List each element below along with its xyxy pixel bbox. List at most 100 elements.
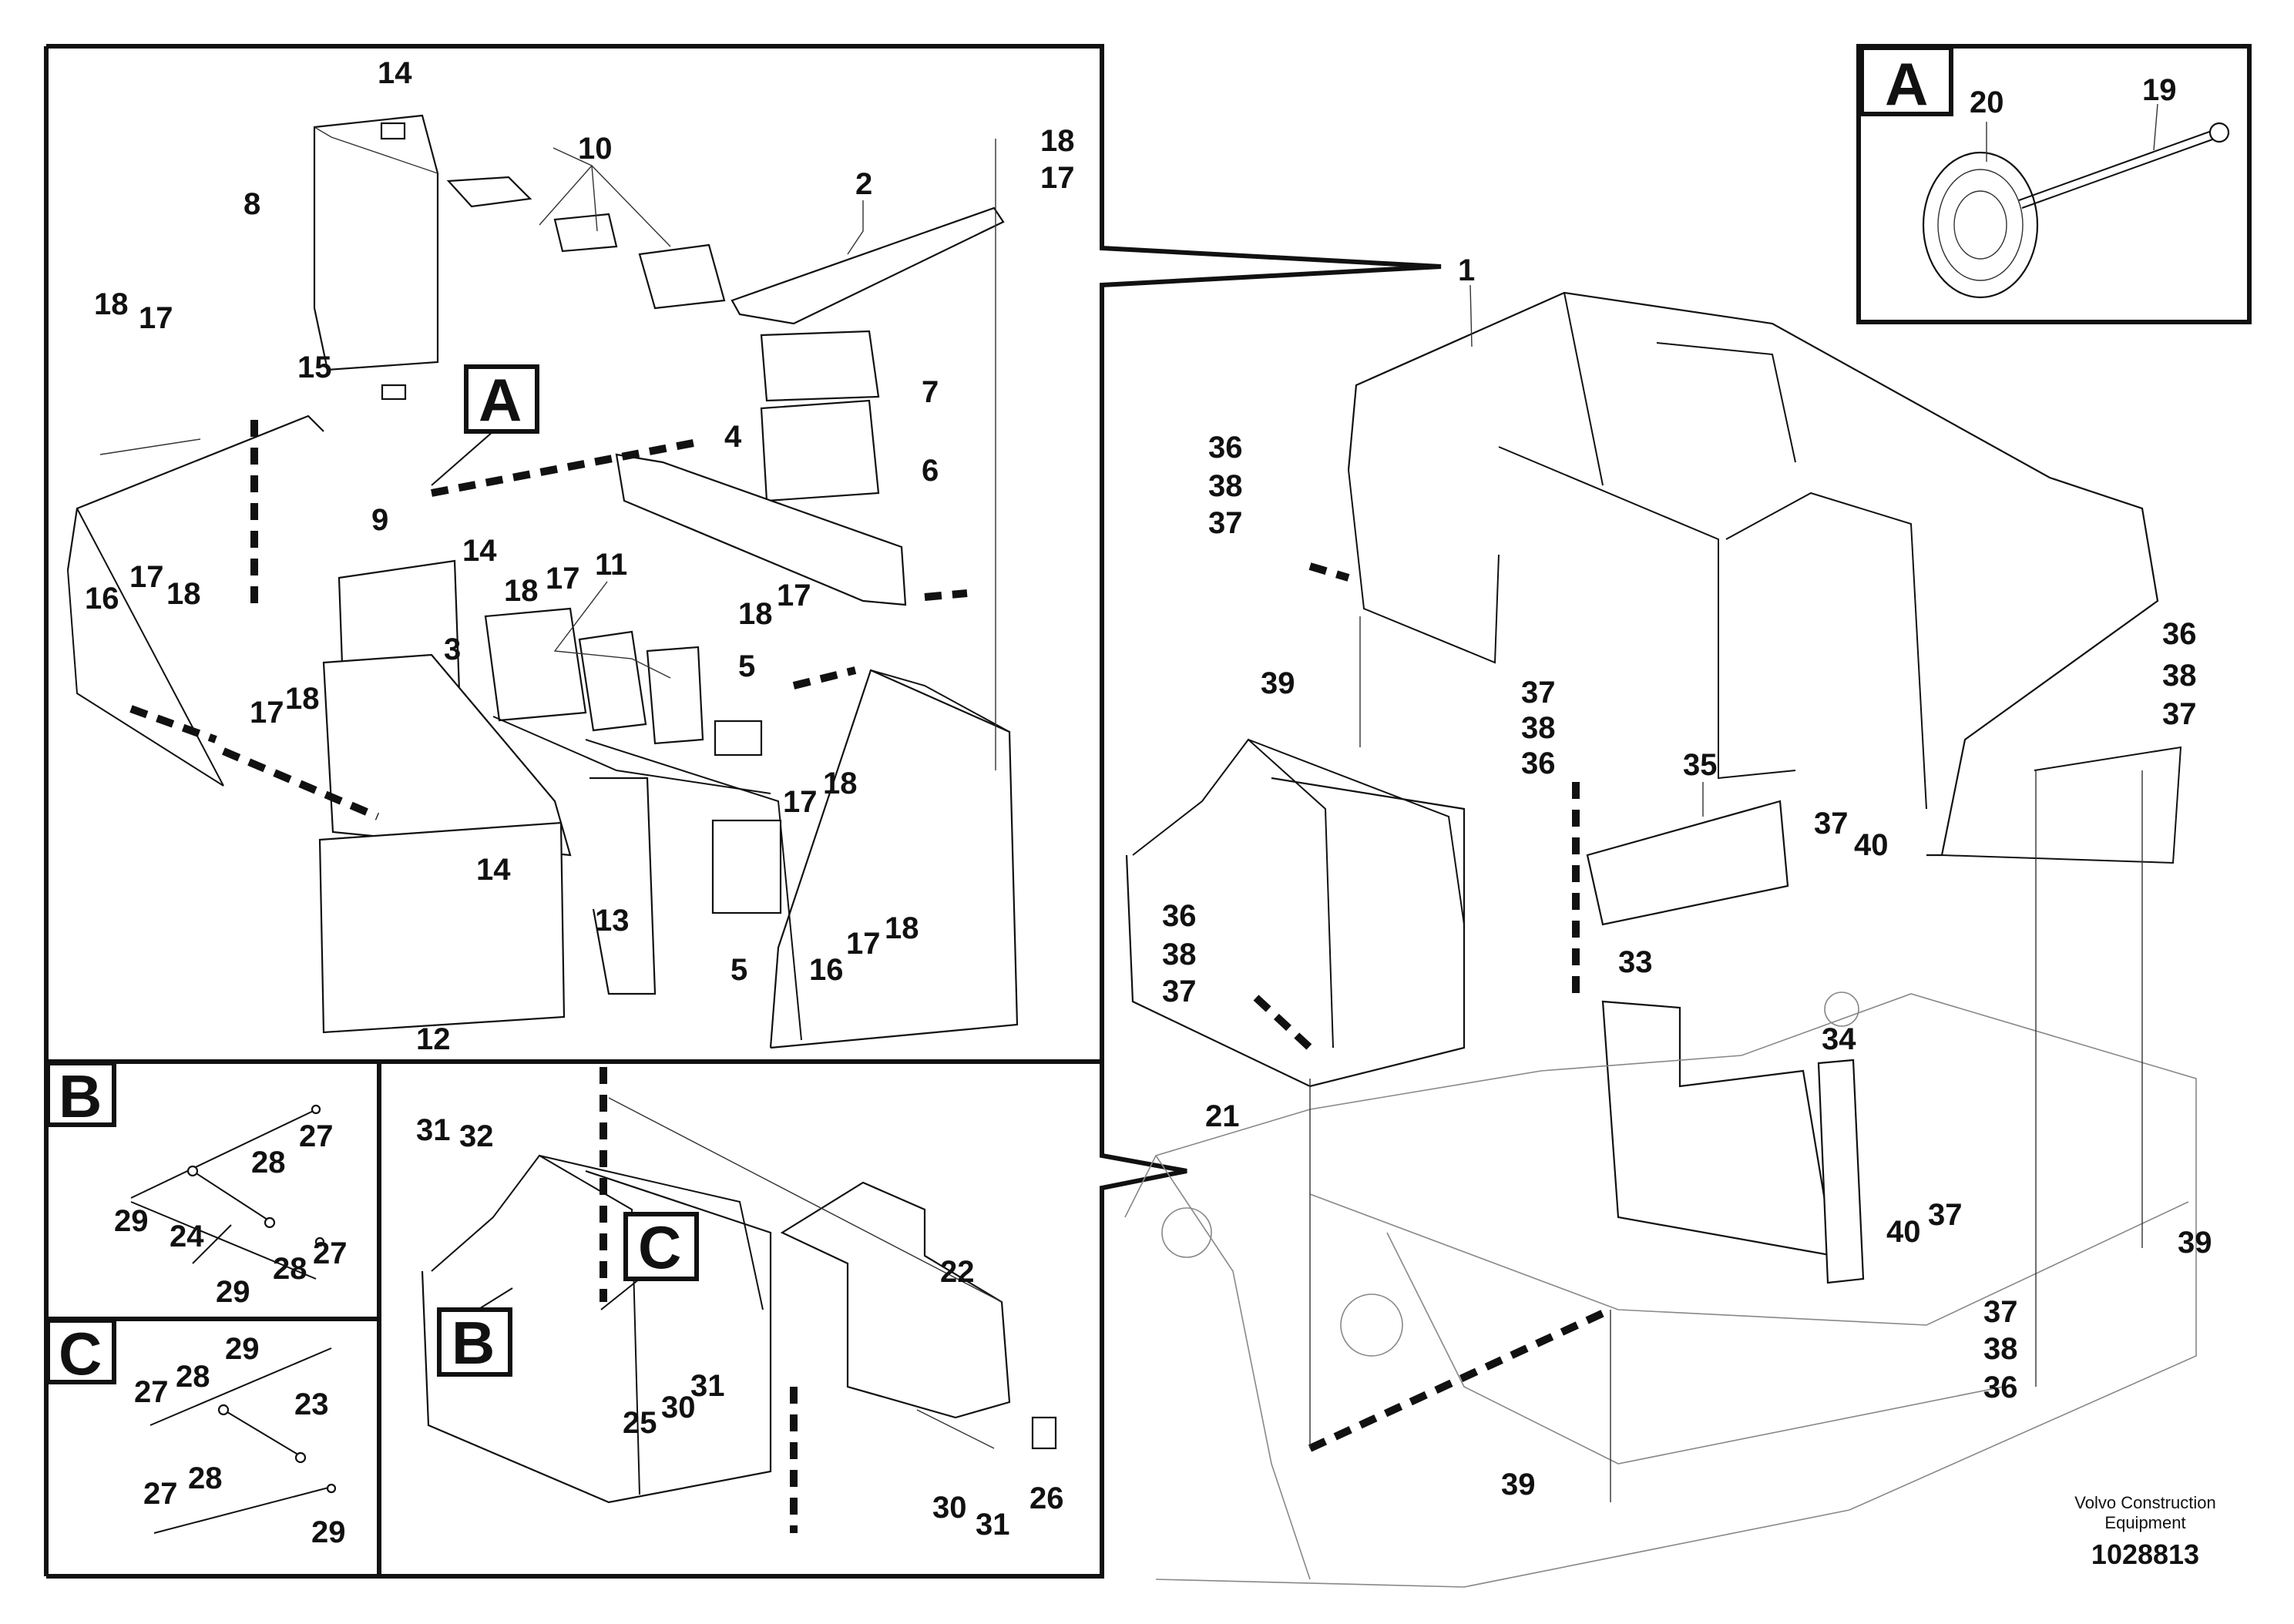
label-22: 22 [940,1255,975,1289]
bottom-center-drawing [421,1067,1057,1533]
label-17: 17 [250,696,284,730]
inset-c-drawing [149,1347,337,1534]
label-18: 18 [285,682,320,716]
label-27: 27 [134,1375,169,1409]
brand-line-2: Equipment [2104,1513,2185,1532]
label-18: 18 [1040,124,1075,158]
label-40: 40 [1886,1215,1921,1249]
brand-line-1: Volvo Construction [2074,1493,2215,1512]
label-30: 30 [932,1491,967,1525]
inset-c-frame: C [45,1318,116,1387]
label-17: 17 [1040,161,1075,195]
label-28: 28 [176,1360,210,1394]
label-35: 35 [1683,748,1718,782]
label-31: 31 [416,1113,451,1147]
label-36: 36 [1983,1371,2018,1404]
label-37: 37 [1814,807,1849,841]
label-5: 5 [738,649,755,683]
label-37: 37 [1521,676,1556,710]
label-16: 16 [85,582,119,616]
label-26: 26 [1029,1481,1064,1515]
part-labels: 14 8 10 2 18 17 18 17 15 7 6 4 9 14 16 1… [85,56,2212,1549]
label-18: 18 [823,767,858,800]
label-27: 27 [299,1119,334,1153]
label-29: 29 [114,1204,149,1238]
label-23: 23 [294,1387,329,1421]
label-31: 31 [690,1369,725,1403]
label-1: 1 [1458,253,1475,287]
label-37: 37 [1928,1198,1963,1232]
label-17: 17 [846,927,881,961]
label-14: 14 [462,534,497,568]
label-29: 29 [225,1332,260,1366]
label-39: 39 [1261,666,1295,700]
label-36: 36 [1521,747,1556,780]
label-38: 38 [2162,659,2197,693]
label-36: 36 [1162,899,1197,933]
svg-text:C: C [638,1213,681,1281]
label-29: 29 [216,1275,250,1309]
label-17: 17 [139,301,173,335]
label-10: 10 [578,132,613,166]
label-19: 19 [2142,73,2177,107]
inset-b-drawing [130,1104,325,1280]
label-17: 17 [777,579,811,612]
label-12: 12 [416,1022,451,1056]
label-18: 18 [504,574,539,608]
label-24: 24 [170,1220,204,1253]
label-14: 14 [476,853,511,887]
inset-c-letter: C [59,1320,102,1387]
label-37: 37 [1162,975,1197,1008]
label-15: 15 [297,351,332,384]
label-30: 30 [661,1391,696,1424]
label-4: 4 [724,420,742,454]
label-3: 3 [444,632,461,666]
label-20: 20 [1970,86,2004,119]
label-13: 13 [595,904,630,938]
label-18: 18 [94,287,129,321]
label-38: 38 [1983,1332,2018,1366]
label-18: 18 [738,597,773,631]
label-21: 21 [1205,1099,1240,1133]
inset-b-frame: B [45,1061,116,1130]
label-2: 2 [855,167,872,201]
main-detail-drawing [66,114,1019,1049]
label-34: 34 [1822,1022,1856,1056]
label-38: 38 [1521,711,1556,745]
label-40: 40 [1854,828,1889,862]
inset-a-frame: A [1856,44,2252,324]
label-17: 17 [546,562,580,596]
label-25: 25 [623,1406,657,1440]
label-11: 11 [595,548,627,582]
label-17: 17 [783,785,818,819]
inset-a-drawing [1922,103,2230,299]
label-16: 16 [809,953,844,987]
label-37: 37 [1983,1295,2018,1329]
label-32: 32 [459,1119,494,1153]
label-39: 39 [2178,1226,2212,1260]
label-39: 39 [1501,1468,1536,1502]
label-33: 33 [1618,945,1653,979]
inset-a-letter: A [1885,50,1928,118]
label-8: 8 [244,187,260,221]
right-assembly-drawing [1124,284,2197,1588]
label-31: 31 [976,1508,1010,1542]
callout-a: A [431,364,539,486]
label-5: 5 [731,953,747,987]
doc-number: 1028813 [2091,1538,2199,1570]
label-18: 18 [885,911,919,945]
callout-c: C [600,1212,699,1310]
label-6: 6 [922,454,939,488]
label-28: 28 [273,1252,307,1286]
callout-b: B [437,1287,513,1377]
inset-b-letter: B [59,1062,102,1130]
label-17: 17 [129,560,164,594]
label-36: 36 [1208,431,1243,465]
label-27: 27 [313,1236,348,1270]
label-37: 37 [1208,506,1243,540]
label-7: 7 [922,375,939,409]
label-28: 28 [188,1461,223,1495]
label-28: 28 [251,1146,286,1179]
